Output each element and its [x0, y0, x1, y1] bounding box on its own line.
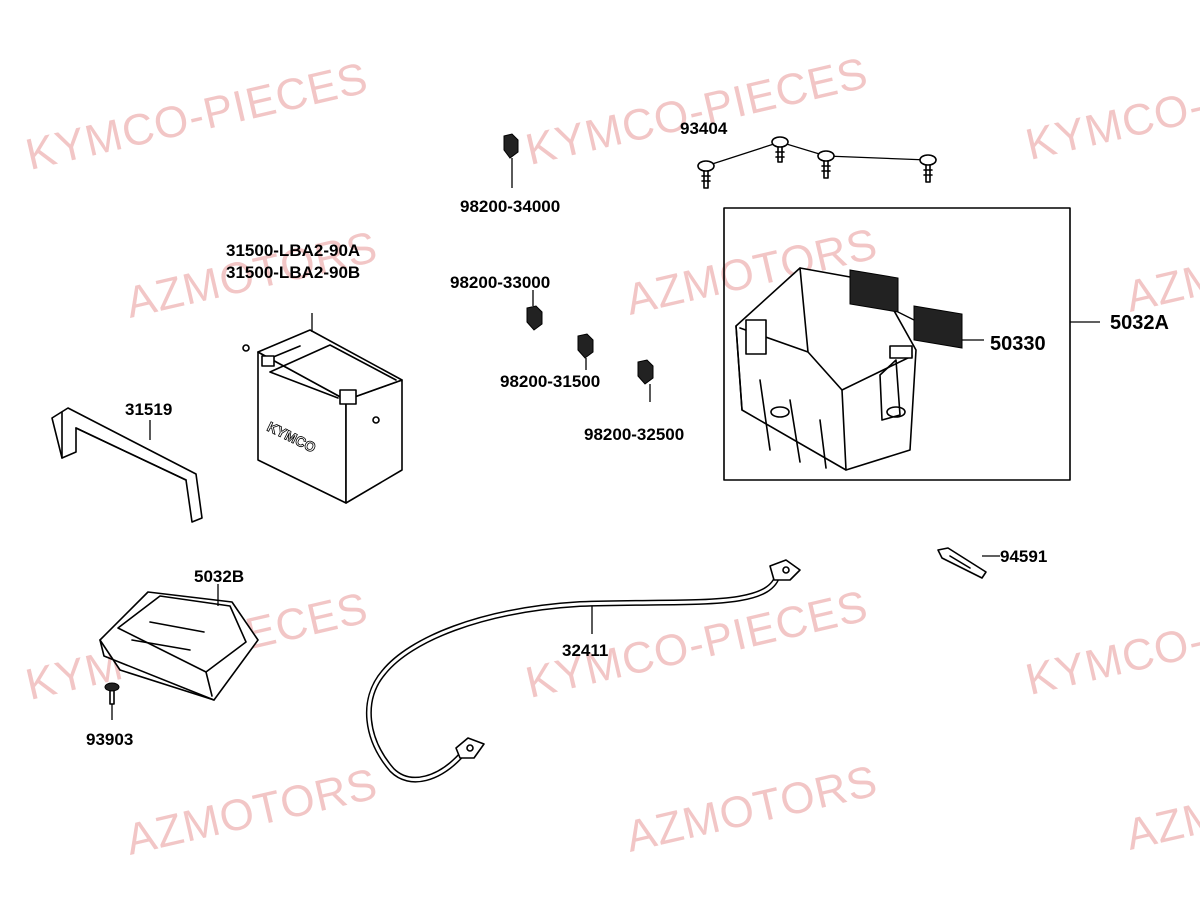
fuse-98200-33000: 98200-33000	[450, 273, 550, 331]
label-98200-34000: 98200-34000	[460, 197, 560, 216]
screw-93903: 93903	[86, 682, 133, 749]
watermark-az-6: AZMOTORS	[1121, 754, 1200, 859]
pad-lower	[913, 305, 963, 349]
bolt-2	[771, 136, 789, 163]
bolts-93404: 93404	[680, 119, 937, 189]
label-31519: 31519	[125, 400, 172, 419]
battery-31500: KYMCO 31500-LBA2-90A 31500-LBA2-90B	[226, 241, 403, 504]
assembly-frame	[723, 207, 1071, 481]
watermark-kymco-1: KYMCO-PIECES	[21, 53, 372, 179]
watermark-az-3: AZMOTORS	[1121, 216, 1200, 321]
bolt-3	[817, 150, 835, 179]
label-31500-lba2-90a: 31500-LBA2-90A	[226, 241, 360, 260]
label-93903: 93903	[86, 730, 133, 749]
label-98200-33000: 98200-33000	[450, 273, 550, 292]
label-98200-32500: 98200-32500	[584, 425, 684, 444]
battery-cover-5032b: 5032B	[99, 567, 259, 701]
label-32411: 32411	[562, 641, 608, 660]
clip-94591: 94591	[937, 547, 1047, 579]
bolt-4	[919, 154, 937, 183]
battery-cable-32411: 32411	[365, 559, 801, 783]
watermark-kymco-3: KYMCO-PIECES	[1021, 43, 1200, 169]
battery-box-5032a: 5032A 50330	[723, 207, 1169, 481]
fuse-98200-34000: 98200-34000	[460, 133, 560, 216]
label-98200-31500: 98200-31500	[500, 372, 600, 391]
label-93404: 93404	[680, 119, 728, 138]
label-5032a: 5032A	[1110, 312, 1169, 334]
pad-upper	[849, 269, 899, 313]
label-5032b: 5032B	[194, 567, 244, 586]
label-50330: 50330	[990, 333, 1046, 355]
bolt-1	[697, 160, 715, 189]
battery-strap-31519: 31519	[51, 400, 203, 523]
label-94591: 94591	[1000, 547, 1047, 566]
label-31500-lba2-90b: 31500-LBA2-90B	[226, 263, 360, 282]
watermark-az-5: AZMOTORS	[621, 756, 882, 861]
fuse-98200-32500: 98200-32500	[584, 359, 684, 444]
watermark-kymco-6: KYMCO-PIECES	[1021, 578, 1200, 704]
fuse-98200-31500: 98200-31500	[500, 333, 600, 391]
watermark-layer: KYMCO-PIECES KYMCO-PIECES KYMCO-PIECES A…	[21, 43, 1200, 864]
watermark-az-4: AZMOTORS	[121, 759, 382, 864]
